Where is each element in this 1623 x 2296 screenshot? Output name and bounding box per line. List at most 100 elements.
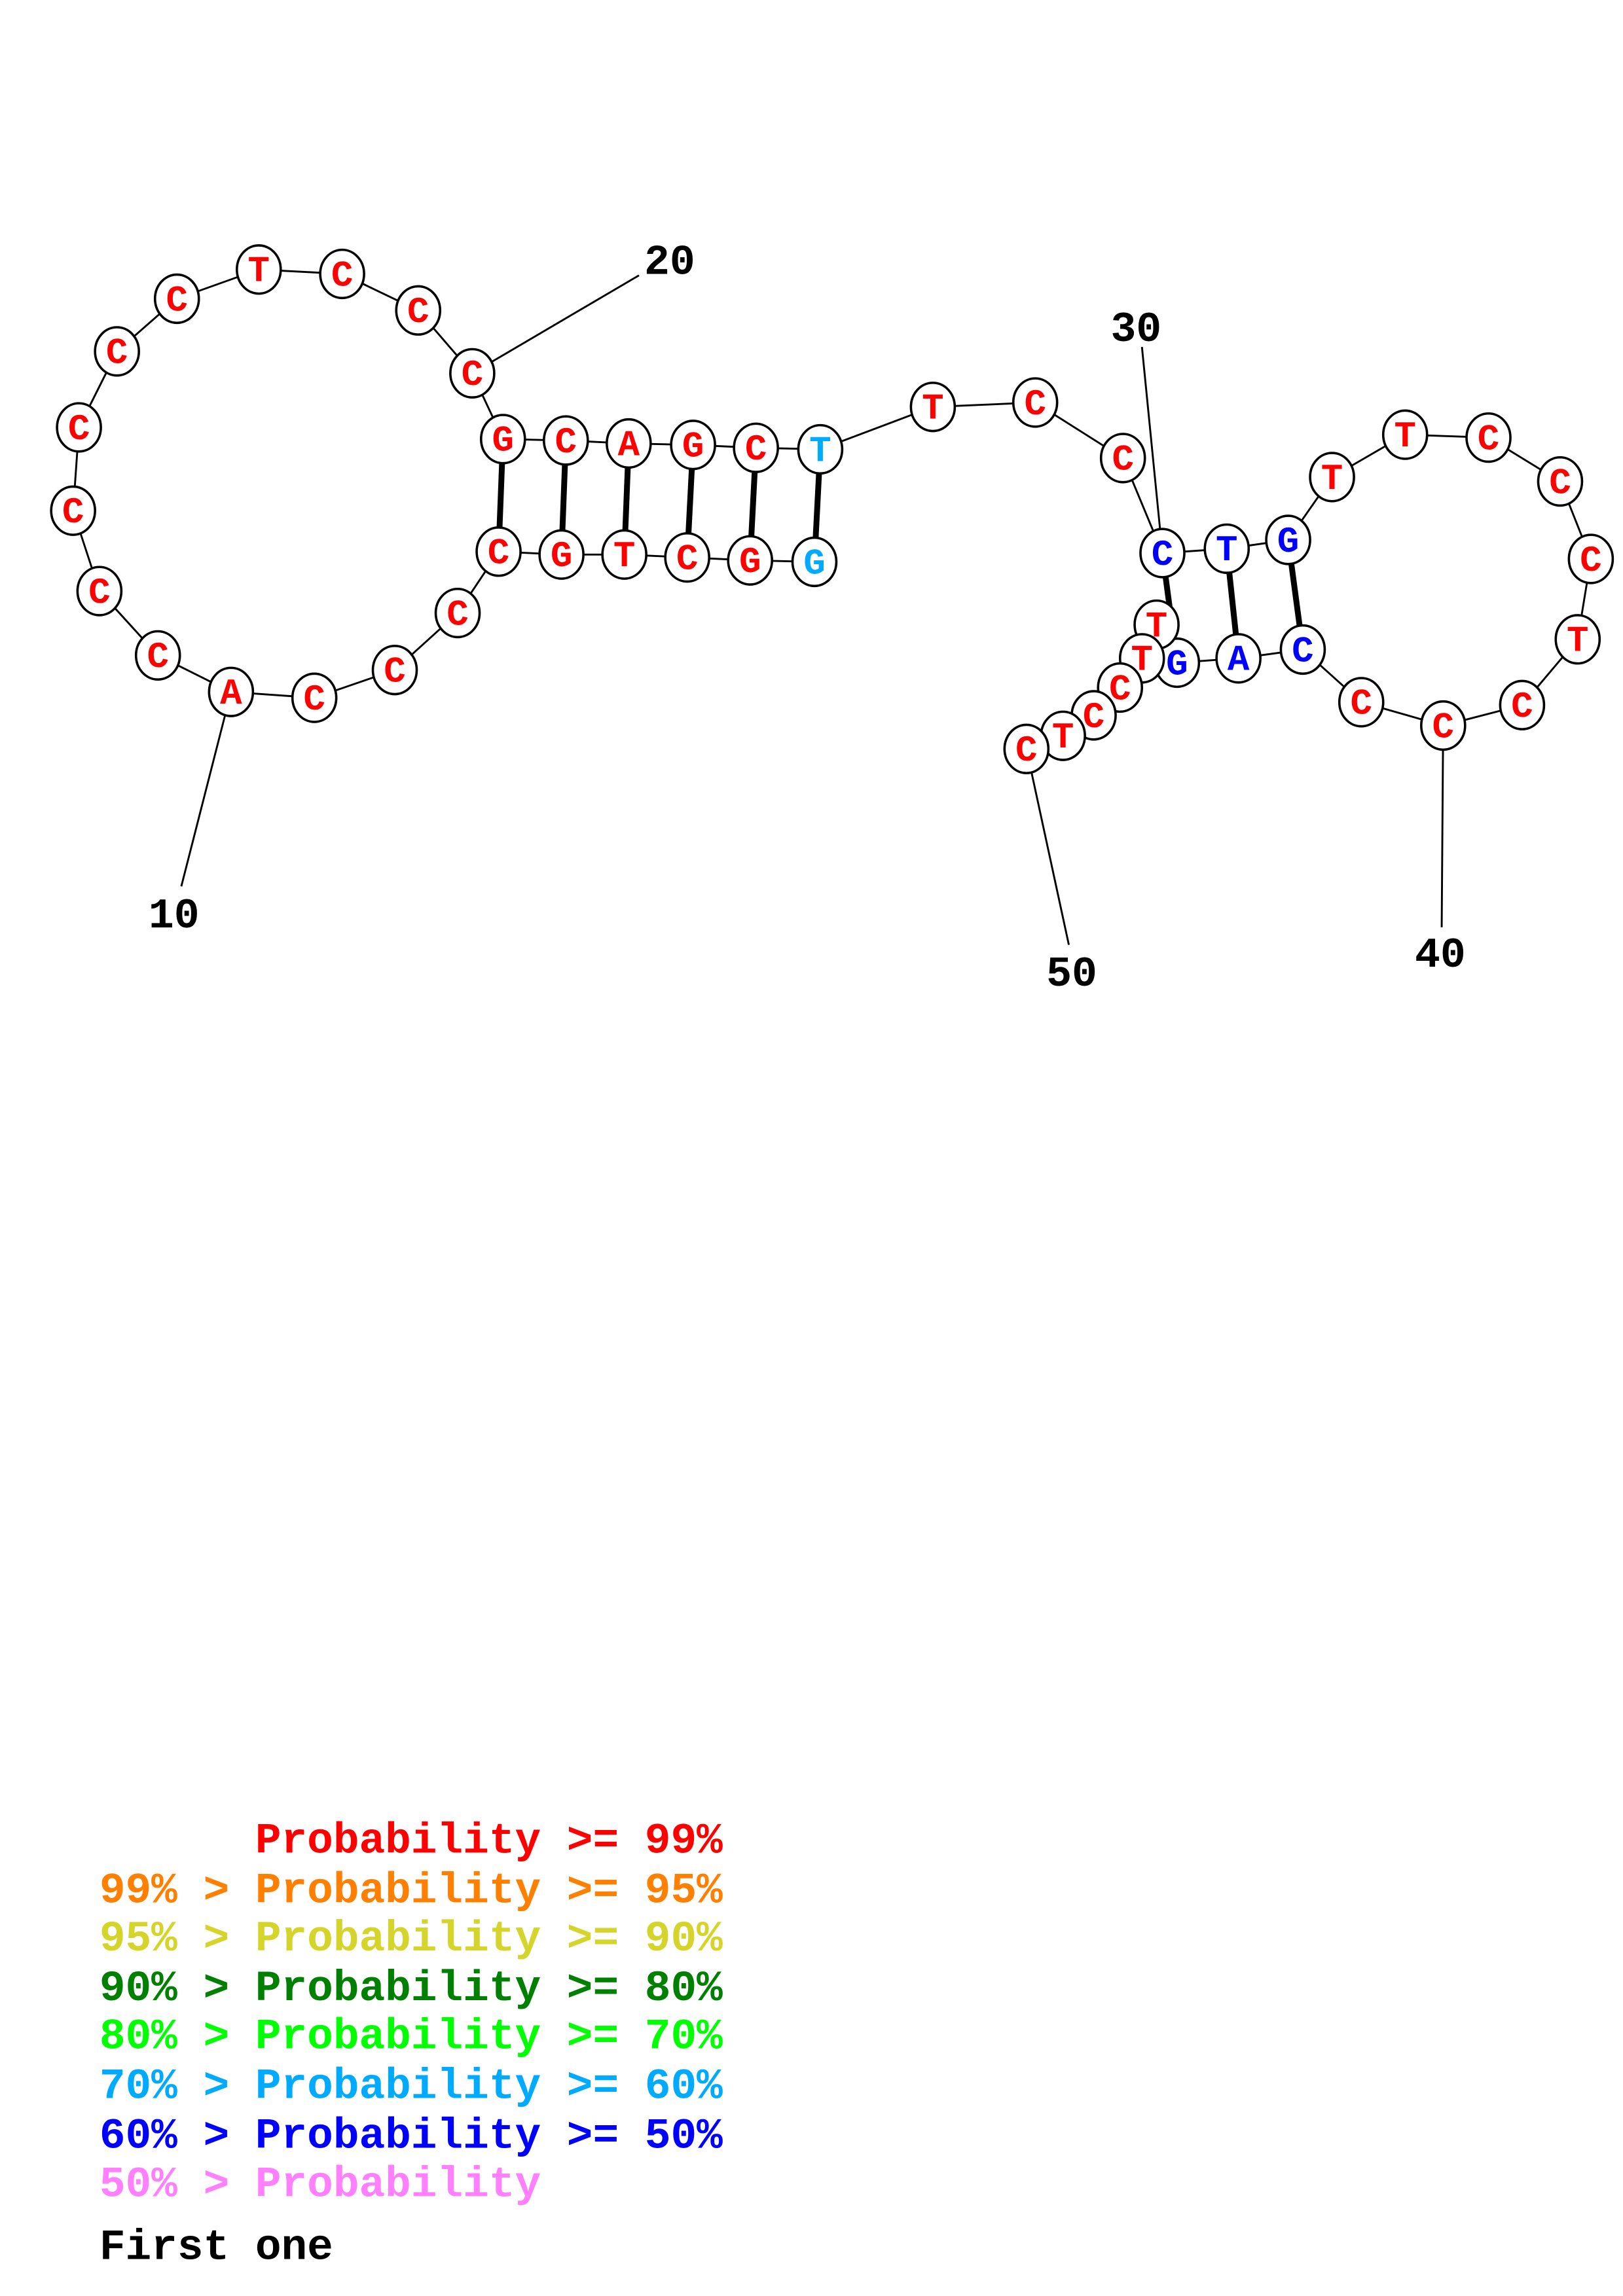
nucleotide-letter: T: [613, 536, 636, 577]
nucleotide: T: [1381, 409, 1429, 460]
nucleotide-letter: C: [384, 652, 406, 693]
nucleotide-letter: C: [745, 429, 767, 471]
nucleotide-circle: [909, 382, 957, 433]
nucleotide-letter: C: [462, 355, 484, 396]
legend-entry: 60% > Probability >= 50%: [100, 2112, 723, 2161]
nucleotide-letter: G: [551, 536, 573, 577]
nucleotide: T: [1203, 523, 1250, 574]
position-label: 20: [644, 239, 695, 287]
nucleotide: C: [1420, 700, 1467, 751]
nucleotide-circle: [1215, 633, 1262, 684]
nucleotide: A: [606, 418, 652, 469]
nucleotide-letter: T: [1321, 459, 1343, 500]
position-label-leader: [1140, 346, 1163, 554]
nucleotide-letter: C: [303, 679, 325, 721]
legend-entry: 99% > Probability >= 95%: [100, 1866, 723, 1915]
position-label: 40: [1415, 932, 1466, 980]
position-label: 30: [1110, 306, 1161, 354]
nucleotide: C: [94, 326, 140, 377]
nucleotide-circle: [208, 666, 255, 717]
nucleotide-circle: [1499, 679, 1546, 730]
nucleotide-letter: A: [618, 425, 640, 466]
nucleotide-circle: [449, 348, 496, 399]
nucleotide-letter: T: [248, 251, 270, 293]
nucleotide: C: [1012, 377, 1059, 428]
nucleotide-letter: C: [447, 594, 469, 636]
nucleotide-circle: [1381, 409, 1429, 460]
nucleotide-letter: T: [1216, 530, 1238, 571]
nucleotide-circle: [543, 415, 589, 466]
nucleotide: C: [1537, 456, 1584, 507]
nucleotide-circle: [1265, 514, 1311, 565]
nucleotide-letter: C: [1083, 697, 1105, 738]
nucleotide-circle: [1139, 528, 1186, 579]
nucleotide: C: [1567, 533, 1614, 584]
nucleotide-circle: [236, 244, 282, 295]
nucleotide-letter: A: [1228, 640, 1250, 681]
nucleotide-letter: G: [739, 542, 761, 583]
nucleotide: G: [791, 536, 838, 588]
legend-entry: 90% > Probability >= 80%: [100, 1964, 723, 2013]
nucleotide-circle: [371, 645, 418, 696]
nucleotide-circle: [1567, 533, 1614, 584]
nucleotide: C: [434, 587, 481, 639]
nucleotide: C: [371, 645, 418, 696]
nucleotide-circle: [1537, 456, 1584, 507]
nucleotide-letter: T: [1567, 621, 1589, 662]
nucleotide-letter: G: [1277, 522, 1300, 563]
legend-entry: 95% > Probability >= 90%: [100, 1914, 723, 1964]
nucleotide-letter: C: [488, 533, 510, 575]
legend-entry: Probability >= 99%: [100, 1816, 723, 1865]
nucleotide: T: [1309, 452, 1355, 503]
position-label-leader: [180, 691, 232, 887]
nucleotide-circle: [94, 326, 140, 377]
nucleotide-circle: [733, 422, 779, 473]
nucleotide: C: [50, 485, 96, 536]
nucleotide-circle: [1554, 614, 1601, 665]
probability-legend: Probability >= 99%99% > Probability >= 9…: [100, 1816, 723, 2272]
nucleotide-circle: [479, 414, 526, 465]
nucleotide-circle: [601, 529, 647, 580]
nucleotide-letter: C: [1015, 730, 1038, 772]
nucleotide-letter: C: [106, 333, 128, 374]
position-label: 10: [149, 893, 200, 941]
nucleotide-circle: [1309, 452, 1355, 503]
nucleotide: G: [670, 420, 716, 471]
nucleotide-letter: C: [1549, 463, 1571, 504]
legend-entry: 80% > Probability >= 70%: [100, 2013, 723, 2062]
nucleotide-circle: [1099, 433, 1146, 484]
nucleotide-circle: [50, 485, 96, 536]
nucleotide-letter: C: [1112, 440, 1134, 481]
nucleotide: C: [395, 285, 442, 336]
nucleotide-letter: C: [555, 422, 577, 463]
nucleotide: T: [236, 244, 282, 295]
position-label-leader: [471, 274, 640, 374]
nucleotide-circle: [797, 423, 844, 475]
nucleotide-circle: [664, 532, 710, 583]
nucleotide-letter: C: [147, 637, 169, 678]
nucleotide: A: [208, 666, 255, 717]
position-label: 50: [1046, 951, 1097, 999]
nucleotide-letter: C: [166, 280, 188, 321]
nucleotide-letter: C: [1024, 384, 1046, 425]
nucleotide-letter: C: [1580, 541, 1602, 582]
nucleotide-circle: [538, 529, 585, 580]
nucleotide-letter: C: [68, 409, 90, 450]
nucleotide: A: [1215, 633, 1262, 684]
nucleotide-letter: G: [682, 427, 704, 468]
nucleotide-circle: [791, 536, 838, 588]
legend-entry: 50% > Probability: [100, 2160, 541, 2209]
nucleotide: C: [543, 415, 589, 466]
nucleotide-circle: [1338, 677, 1385, 728]
nucleotide-letter: C: [62, 492, 84, 533]
nucleotide: T: [1118, 633, 1165, 684]
nucleotide: C: [1099, 433, 1146, 484]
nucleotide: T: [1040, 710, 1086, 761]
nucleotide: C: [1465, 412, 1512, 463]
nucleotide-letter: C: [88, 573, 111, 614]
nucleotide-letter: C: [1432, 707, 1455, 748]
position-labels: 10 20 30 40 50: [149, 239, 1466, 999]
nucleotide: C: [56, 402, 102, 453]
position-label-leader: [1025, 748, 1070, 945]
